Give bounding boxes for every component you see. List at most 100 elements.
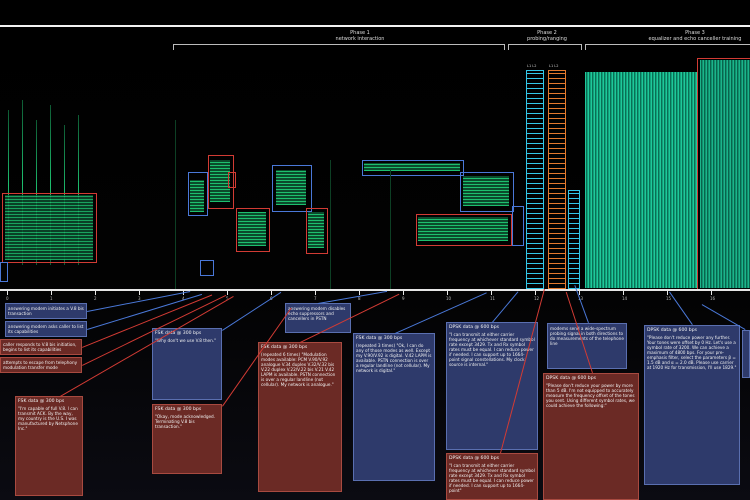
fsk-signal-2 — [276, 170, 306, 205]
training-noise-1 — [585, 72, 697, 288]
connector-line — [669, 291, 693, 325]
note-dpsk-3: DPSK data @ 600 bps "Please don't reduce… — [543, 373, 639, 500]
note-dpsk-4: DPSK data @ 600 bps "Please don't reduce… — [644, 325, 740, 485]
axis-tick — [95, 291, 96, 295]
phase-1-subtitle: network interaction — [335, 36, 385, 42]
axis-tick — [7, 291, 8, 295]
v8bis-signal-block — [5, 195, 93, 260]
note-body: (repeated 6 times) "Modulation modes ava… — [261, 352, 336, 387]
note-body: "I can transmit at either carrier freque… — [449, 332, 535, 367]
axis-tick-label: 16 — [710, 296, 716, 301]
tone-signal-2 — [210, 160, 230, 202]
callout-text: modems send a wide-spectrum probing sign… — [550, 326, 624, 346]
axis-tick-label: 1 — [50, 296, 53, 301]
axis-tick — [403, 291, 404, 295]
v8bis-red-box — [2, 193, 97, 263]
fsk-box-2 — [272, 165, 312, 212]
fsk-box-5 — [460, 172, 514, 212]
phase-2-bracket — [508, 44, 582, 50]
training-red-box — [697, 58, 750, 291]
phase-3-header: Phase 3 equalizer and echo canceller tra… — [640, 30, 750, 42]
fsk-signal-3 — [308, 212, 324, 248]
probing-ladder-2 — [548, 70, 566, 290]
axis-tick-label: 3 — [138, 296, 141, 301]
left-blue-box — [0, 262, 8, 282]
callout-text: answering modem asks caller to list its … — [8, 324, 84, 334]
fsk-box-1 — [236, 208, 270, 252]
callout-text: caller responds to V.8 bis initiation, b… — [3, 342, 77, 352]
note-head: FSK data @ 300 bps — [155, 331, 202, 336]
note-fsk-3: FSK data @ 300 bps "Okay, mode acknowled… — [152, 404, 222, 474]
callout-escape: attempts to escape from telephony modula… — [0, 357, 82, 373]
axis-tick-label: 11 — [490, 296, 496, 301]
note-fsk-5: FSK data @ 300 bps (repeated 3 times) "O… — [353, 333, 435, 481]
note-head: DPSK data @ 600 bps — [647, 328, 698, 333]
tone-box-1 — [188, 172, 208, 216]
note-body: "I can transmit at either carrier freque… — [449, 463, 535, 493]
small-red-box — [228, 172, 236, 188]
l1l2-label-a: L1 L2 — [527, 64, 537, 68]
probing-ladder-3 — [568, 190, 580, 290]
note-head: FSK data @ 300 bps — [18, 399, 65, 404]
callout-text: attempts to escape from telephony modula… — [3, 360, 78, 370]
time-axis — [0, 289, 750, 291]
callout-caller-responds: caller responds to V.8 bis initiation, b… — [0, 339, 82, 355]
axis-tick-label: 7 — [314, 296, 317, 301]
phase-3-subtitle: equalizer and echo canceller training — [648, 36, 742, 42]
trace — [330, 160, 331, 290]
trace — [36, 120, 37, 265]
callout-disable-echo: answering modem disables echo suppressor… — [285, 303, 351, 333]
note-dpsk-2: DPSK data @ 600 bps "I can transmit at e… — [446, 453, 538, 500]
axis-tick-label: 0 — [6, 296, 9, 301]
axis-tick-label: 12 — [534, 296, 540, 301]
fsk-signal-1 — [238, 212, 266, 246]
callout-answer-initiate: answering modem initiates a V.8 bis tran… — [5, 303, 87, 319]
note-head: DPSK data @ 600 bps — [449, 456, 500, 461]
axis-tick — [271, 291, 272, 295]
connector-line — [318, 290, 388, 304]
phase-3-bracket — [585, 44, 750, 50]
axis-tick-label: 9 — [402, 296, 405, 301]
phase-2-subtitle: probing/ranging — [527, 36, 567, 42]
axis-tick-label: 13 — [578, 296, 584, 301]
top-rule — [0, 25, 750, 27]
note-body: "Why don't we use V.8 then." — [155, 338, 217, 343]
callout-answer-asks: answering modem asks caller to list its … — [5, 321, 87, 337]
fsk-signal-5 — [463, 176, 509, 206]
axis-tick — [535, 291, 536, 295]
axis-tick — [579, 291, 580, 295]
note-head: FSK data @ 300 bps — [356, 336, 403, 341]
answer-tone-box — [362, 160, 464, 176]
note-dpsk-1: DPSK data @ 600 bps "I can transmit at e… — [446, 322, 538, 450]
phase-2-title: Phase 2 — [537, 30, 557, 36]
phase-1-bracket — [173, 44, 505, 50]
fsk-box-3 — [306, 208, 328, 254]
trace — [390, 170, 391, 290]
connector-line — [492, 291, 519, 323]
axis-tick — [711, 291, 712, 295]
phase-1-header: Phase 1 network interaction — [300, 30, 420, 42]
note-body: "Please don't reduce power any further. … — [647, 335, 737, 370]
axis-tick — [359, 291, 360, 295]
l1l2-label-b: L1 L2 — [549, 64, 559, 68]
note-head: FSK data @ 300 bps — [155, 407, 202, 412]
axis-tick — [667, 291, 668, 295]
axis-tick-label: 8 — [358, 296, 361, 301]
trace — [50, 105, 51, 265]
training-noise-2 — [700, 60, 750, 288]
axis-tick — [447, 291, 448, 295]
tone-box-2 — [208, 155, 234, 209]
note-body: (repeated 3 times) "Ok, I can do any of … — [356, 343, 432, 373]
callout-text: answering modem initiates a V.8 bis tran… — [8, 306, 84, 316]
axis-tick — [491, 291, 492, 295]
axis-tick-label: 14 — [622, 296, 628, 301]
axis-tick-label: 15 — [666, 296, 672, 301]
tone-signal-1 — [190, 180, 204, 212]
note-body: "Okay, mode acknowledged. Terminating V.… — [155, 414, 216, 429]
note-head: DPSK data @ 600 bps — [546, 376, 597, 381]
probing-ladder-1 — [526, 70, 544, 290]
note-fsk-2: FSK data @ 300 bps "I'm capable of full … — [15, 396, 83, 496]
note-body: "Please don't reduce your power by more … — [546, 383, 635, 408]
trace — [8, 110, 9, 260]
